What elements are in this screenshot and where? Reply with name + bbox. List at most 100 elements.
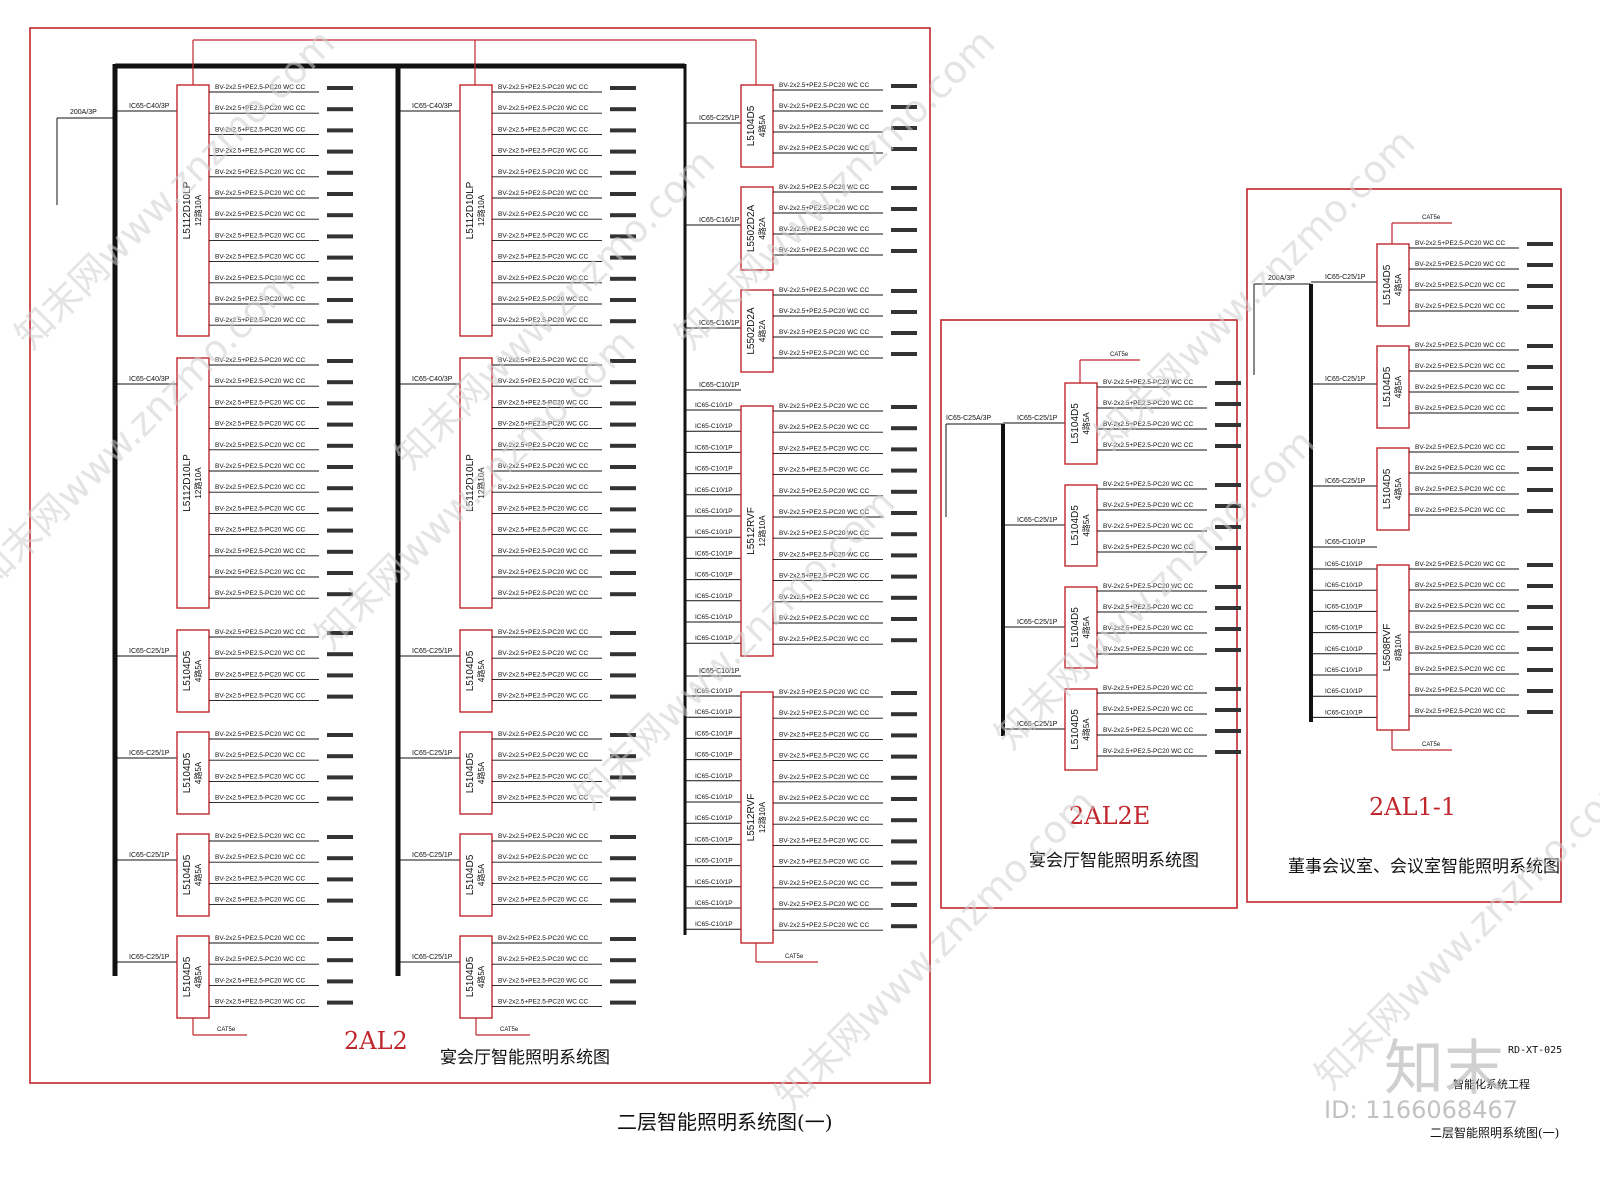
circuit-spec: BV-2x2.5+PE2.5-PC20 WC CC	[215, 126, 305, 133]
load-tag	[1527, 689, 1553, 693]
load-tag	[891, 352, 917, 356]
breaker-label: IC65-C40/3P	[412, 103, 453, 110]
circuit-spec: BV-2x2.5+PE2.5-PC20 WC CC	[215, 833, 305, 840]
load-tag	[891, 489, 917, 494]
load-tag	[327, 170, 353, 175]
circuit-spec: BV-2x2.5+PE2.5-PC20 WC CC	[779, 636, 869, 643]
watermark-brand: 知末	[1384, 1034, 1504, 1104]
load-tag	[1215, 423, 1241, 427]
frame-2al1-1	[1246, 188, 1562, 903]
breaker-label: IC65-C10/1P	[695, 730, 733, 737]
module-rating: 12路10A	[476, 467, 486, 499]
module-box	[1376, 447, 1410, 531]
circuit-spec: BV-2x2.5+PE2.5-PC20 WC CC	[779, 350, 869, 357]
load-tag	[1215, 525, 1241, 529]
footer-drawing-title: 二层智能照明系统图(一)	[1430, 1126, 1560, 1140]
circuit-spec: BV-2x2.5+PE2.5-PC20 WC CC	[498, 399, 588, 406]
module-model: L5512RVF	[746, 507, 757, 555]
breaker-label: IC65-C10/1P	[695, 752, 733, 759]
circuit-spec: BV-2x2.5+PE2.5-PC20 WC CC	[215, 671, 305, 678]
load-tag	[1215, 627, 1241, 631]
load-tag	[891, 924, 917, 929]
load-tag	[1527, 647, 1553, 651]
module-box	[459, 629, 493, 713]
load-tag	[327, 486, 353, 491]
module-model: L5104D5	[1382, 468, 1393, 509]
load-tag	[327, 979, 353, 984]
circuit-spec: BV-2x2.5+PE2.5-PC20 WC CC	[498, 421, 588, 428]
load-tag	[610, 298, 636, 302]
module-box	[1064, 484, 1098, 567]
circuit-spec: BV-2x2.5+PE2.5-PC20 WC CC	[498, 569, 588, 576]
circuit-spec: BV-2x2.5+PE2.5-PC20 WC CC	[215, 731, 305, 738]
circuit-spec: BV-2x2.5+PE2.5-PC20 WC CC	[779, 488, 869, 495]
module-rating: 12路10A	[193, 194, 203, 226]
circuit-spec: BV-2x2.5+PE2.5-PC20 WC CC	[498, 590, 588, 597]
circuit-spec: BV-2x2.5+PE2.5-PC20 WC CC	[498, 505, 588, 512]
circuit-spec: BV-2x2.5+PE2.5-PC20 WC CC	[1103, 481, 1193, 488]
breaker-label: IC65-C10/1P	[1325, 667, 1363, 674]
company-name: 智能化系统工程	[1453, 1078, 1530, 1091]
module-box	[1376, 564, 1410, 731]
load-tag	[1215, 381, 1241, 385]
load-tag	[327, 796, 353, 801]
load-tag	[1527, 407, 1553, 411]
load-tag	[1527, 668, 1553, 672]
load-tag	[1215, 606, 1241, 610]
circuit-spec: BV-2x2.5+PE2.5-PC20 WC CC	[779, 467, 869, 474]
cat5e-label: CAT5e	[1110, 352, 1129, 358]
circuit-spec: BV-2x2.5+PE2.5-PC20 WC CC	[779, 145, 869, 152]
load-tag	[1215, 402, 1241, 406]
circuit-spec: BV-2x2.5+PE2.5-PC20 WC CC	[215, 897, 305, 904]
load-tag	[1527, 365, 1553, 369]
module-box	[1064, 586, 1098, 669]
circuit-spec: BV-2x2.5+PE2.5-PC20 WC CC	[215, 463, 305, 470]
module-rating: 12路10A	[193, 467, 203, 499]
module-rating: 4路5A	[476, 659, 486, 682]
load-tag	[327, 507, 353, 512]
load-tag	[327, 958, 353, 963]
load-tag	[891, 595, 917, 600]
breaker-label: IC65-C25/1P	[1017, 721, 1058, 728]
load-tag	[327, 835, 353, 839]
circuit-spec: BV-2x2.5+PE2.5-PC20 WC CC	[498, 442, 588, 449]
circuit-spec: BV-2x2.5+PE2.5-PC20 WC CC	[215, 795, 305, 802]
panel-subtitle-2al2: 宴会厅智能照明系统图	[440, 1048, 610, 1068]
load-tag	[1215, 750, 1241, 754]
load-tag	[891, 839, 917, 844]
circuit-spec: BV-2x2.5+PE2.5-PC20 WC CC	[498, 875, 588, 882]
module-box	[740, 186, 774, 271]
breaker-label: IC65-C10/1P	[1325, 582, 1363, 589]
circuit-spec: BV-2x2.5+PE2.5-PC20 WC CC	[779, 880, 869, 887]
circuit-spec: BV-2x2.5+PE2.5-PC20 WC CC	[498, 126, 588, 133]
circuit-spec: BV-2x2.5+PE2.5-PC20 WC CC	[1415, 444, 1505, 451]
load-tag	[327, 571, 353, 575]
module-rating: 4路5A	[193, 761, 203, 784]
load-tag	[891, 289, 917, 293]
load-tag	[610, 1000, 636, 1005]
circuit-spec: BV-2x2.5+PE2.5-PC20 WC CC	[1103, 502, 1193, 509]
breaker-label: IC65-C10/1P	[1325, 561, 1363, 568]
circuit-spec: BV-2x2.5+PE2.5-PC20 WC CC	[779, 573, 869, 580]
load-tag	[891, 733, 917, 738]
breaker-label: IC65-C25/1P	[129, 750, 170, 757]
breaker-label: IC65-C40/3P	[129, 376, 170, 383]
breaker-label: IC65-C10/1P	[695, 879, 733, 886]
circuit-spec: BV-2x2.5+PE2.5-PC20 WC CC	[215, 773, 305, 780]
load-tag	[610, 422, 636, 427]
breaker-label: IC65-C25/1P	[1017, 517, 1058, 524]
load-tag	[891, 84, 917, 88]
circuit-spec: BV-2x2.5+PE2.5-PC20 WC CC	[215, 378, 305, 385]
module-box	[176, 833, 210, 917]
circuit-spec: BV-2x2.5+PE2.5-PC20 WC CC	[1415, 384, 1505, 391]
load-tag	[327, 549, 353, 554]
breaker-label: IC65-C16/1P	[699, 320, 740, 327]
circuit-spec: BV-2x2.5+PE2.5-PC20 WC CC	[1103, 604, 1193, 611]
main-breaker-label: 200A/3P	[1268, 275, 1295, 282]
module-rating: 4路5A	[757, 114, 767, 137]
load-tag	[327, 733, 353, 737]
module-box	[1376, 345, 1410, 429]
circuit-spec: BV-2x2.5+PE2.5-PC20 WC CC	[498, 833, 588, 840]
load-tag	[610, 571, 636, 575]
circuit-spec: BV-2x2.5+PE2.5-PC20 WC CC	[779, 795, 869, 802]
